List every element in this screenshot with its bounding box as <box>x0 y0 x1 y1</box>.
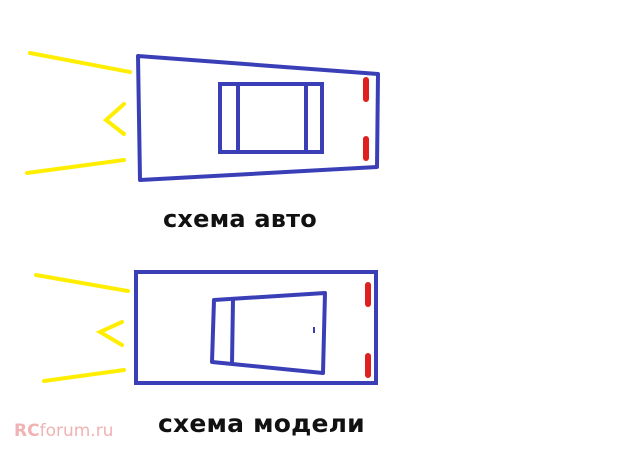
car-scheme-diagram <box>25 51 380 182</box>
beam-lower <box>25 158 126 175</box>
model-scheme-caption: схема модели <box>158 409 365 438</box>
beam-chevron <box>102 102 126 136</box>
beam-lower <box>42 368 126 383</box>
site-watermark: RCforum.ru <box>14 421 113 441</box>
car-scheme-caption: схема авто <box>163 205 317 233</box>
beam-upper <box>34 273 130 293</box>
headlight-beams-bottom <box>34 273 130 383</box>
watermark-brand: RC <box>14 421 40 441</box>
watermark-site: forum.ru <box>39 421 114 441</box>
model-scheme-diagram <box>34 270 378 385</box>
beam-chevron <box>95 320 124 347</box>
model-cabin <box>210 291 327 375</box>
car-cabin <box>218 82 324 154</box>
car-body <box>136 54 380 182</box>
headlight-beams-top <box>25 51 132 175</box>
model-body <box>134 270 378 385</box>
beam-upper <box>28 51 132 74</box>
